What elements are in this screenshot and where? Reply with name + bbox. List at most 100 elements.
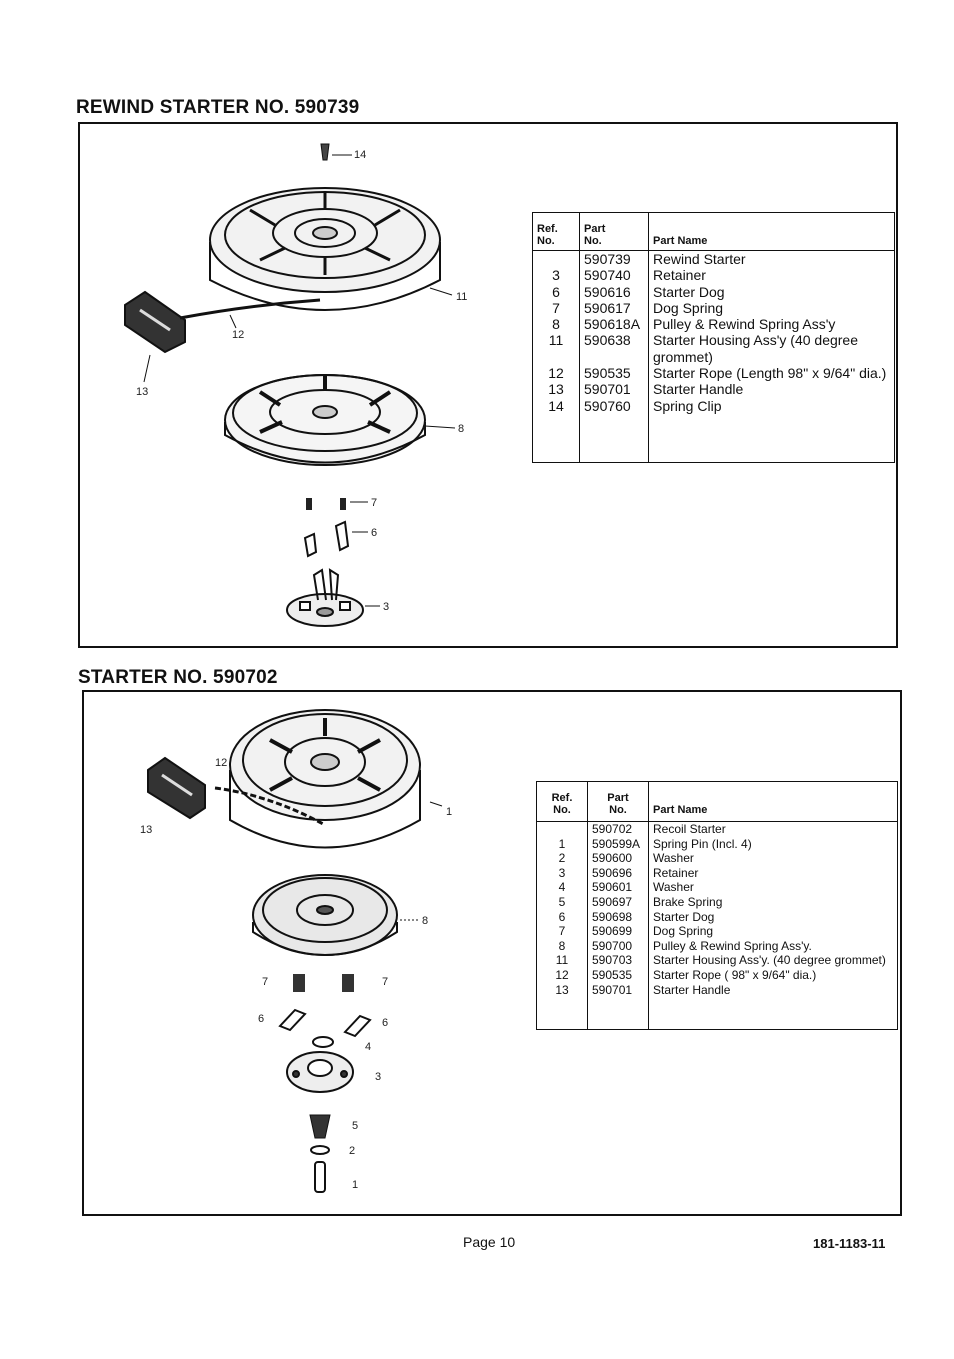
part-name-cell: Starter Handle — [653, 381, 744, 398]
section2-title: STARTER NO. 590702 — [78, 667, 278, 688]
spacer-cell — [532, 413, 580, 463]
dog-spring-part — [340, 498, 346, 510]
starter-housing-part — [229, 709, 421, 849]
part-no-cell: 590702 — [587, 821, 649, 837]
spacer-cell — [587, 997, 649, 1030]
ref-no-cell: 12 — [532, 365, 580, 382]
part-name-cell: Starter Housing Ass'y. (40 degree gromme… — [653, 953, 886, 968]
part-no-cell: 590698 — [587, 909, 649, 925]
part-name-cell: Spring Pin (Incl. 4) — [653, 836, 752, 851]
brake-spring-part — [309, 1114, 331, 1139]
ref-no-cell: 11 — [532, 332, 580, 366]
starter-dog-part — [278, 1008, 307, 1032]
ref-no-cell: 14 — [532, 397, 580, 414]
ref-no-cell: 4 — [536, 880, 588, 895]
spacer-cell — [649, 997, 898, 1029]
part-name-cell: Pulley & Rewind Spring Ass'y. — [653, 938, 812, 953]
callout-1: 1 — [446, 806, 452, 818]
callout-4: 4 — [365, 1041, 371, 1053]
ref-no-cell: 7 — [532, 299, 580, 317]
part-no-cell: 590760 — [579, 397, 649, 414]
callout-6: 6 — [371, 527, 377, 539]
pulley-part — [224, 374, 426, 466]
ref-no-cell — [532, 250, 580, 268]
part-name-cell: Retainer — [653, 267, 706, 284]
col-header-name: Part Name — [648, 781, 898, 822]
washer-part — [310, 1145, 330, 1155]
part-name-cell: Starter Rope (Length 98" x 9/64" dia.) — [653, 365, 887, 382]
part-no-cell: 590701 — [579, 381, 649, 398]
table-row: 590702 Recoil Starter — [536, 821, 898, 837]
ref-no-cell — [536, 821, 588, 837]
callout-12: 12 — [232, 329, 244, 341]
part-name-cell: Spring Clip — [653, 397, 722, 414]
part-no-cell: 590600 — [587, 851, 649, 866]
callout-6-right: 6 — [382, 1017, 388, 1029]
part-no-cell: 590535 — [587, 967, 649, 983]
col-header-ref: Ref.No. — [536, 781, 588, 822]
spacer-cell — [649, 414, 895, 463]
part-no-cell: 590740 — [579, 267, 649, 284]
dog-spring-part — [306, 498, 312, 510]
starter-dog-part — [303, 532, 318, 558]
document-number: 181-1183-11 — [813, 1236, 886, 1251]
section1-frame — [78, 122, 898, 648]
part-no-cell: 590618A — [579, 316, 649, 333]
callout-7: 7 — [371, 497, 377, 509]
starter-housing-part — [209, 187, 441, 311]
part-no-cell: 590697 — [587, 894, 649, 910]
ref-no-cell: 13 — [532, 381, 580, 398]
dog-spring-part — [293, 974, 305, 992]
part-name-cell: Washer — [653, 880, 694, 895]
part-name-cell: Starter Dog — [653, 283, 725, 300]
ref-no-cell: 1 — [536, 836, 588, 852]
callout-13: 13 — [140, 824, 152, 836]
part-name-cell: Brake Spring — [653, 894, 723, 909]
ref-no-cell: 5 — [536, 894, 588, 910]
callout-6-left: 6 — [258, 1013, 264, 1025]
part-name-cell: Starter Dog — [653, 909, 715, 924]
part-name-cell: Recoil Starter — [653, 822, 726, 836]
part-no-cell: 590599A — [587, 836, 649, 852]
part-no-cell: 590701 — [587, 982, 649, 998]
starter-handle-part — [124, 290, 186, 354]
part-no-cell: 590703 — [587, 953, 649, 968]
part-no-cell: 590739 — [579, 250, 649, 268]
spacer-cell — [579, 413, 649, 463]
ref-no-cell: 6 — [532, 283, 580, 300]
spring-pin-part — [314, 1161, 326, 1193]
ref-no-cell: 11 — [536, 953, 588, 968]
part-no-cell: 590700 — [587, 938, 649, 954]
callout-3: 3 — [375, 1071, 381, 1083]
callout-11: 11 — [456, 291, 467, 303]
table-spacer-row — [536, 997, 898, 1030]
starter-exploded-diagram: 12 13 1 8 7 7 6 6 4 3 5 2 1 — [140, 709, 452, 1193]
ref-no-cell: 8 — [536, 938, 588, 954]
part-no-cell: 590699 — [587, 924, 649, 939]
starter-handle-part — [147, 756, 206, 820]
part-no-cell: 590616 — [579, 283, 649, 300]
callout-13: 13 — [136, 386, 148, 398]
part-name-cell: Pulley & Rewind Spring Ass'y — [653, 316, 836, 333]
dog-spring-part — [342, 974, 354, 992]
retainer-part — [286, 568, 364, 627]
ref-no-cell: 6 — [536, 909, 588, 925]
part-name-cell: Starter Rope ( 98" x 9/64" dia.) — [653, 967, 817, 982]
section1-title: REWIND STARTER NO. 590739 — [76, 97, 360, 118]
section2-frame — [82, 690, 902, 1216]
